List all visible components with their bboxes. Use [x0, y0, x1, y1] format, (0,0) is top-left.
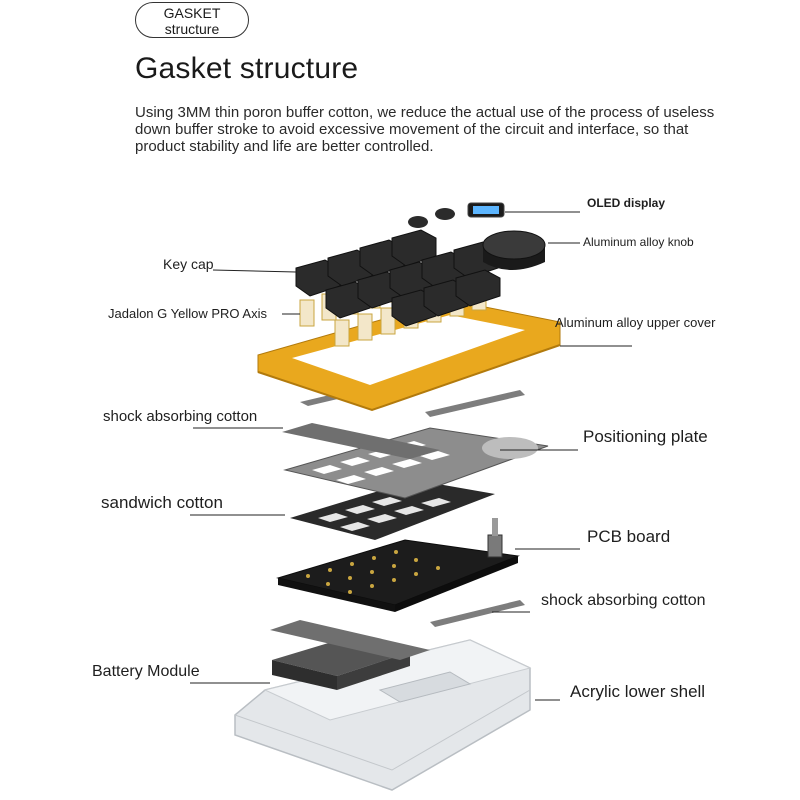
pcb-board-label: PCB board: [587, 527, 671, 546]
upper-cover-label: Aluminum alloy upper cover: [555, 315, 716, 330]
aluminum-knob-part: [482, 230, 546, 270]
acrylic-lower-shell-part: [234, 639, 532, 791]
shock-absorbing-cotton-bottom-part: [270, 600, 525, 660]
page-description: Using 3MM thin poron buffer cotton, we r…: [135, 104, 715, 155]
sandwich-cotton-part: [290, 480, 495, 540]
sandwich-cotton-label: sandwich cotton: [101, 493, 223, 512]
page-title: Gasket structure: [135, 52, 359, 85]
badge-line-1: GASKET: [163, 5, 221, 21]
oled-display-label: OLED display: [587, 196, 666, 210]
pcb-board-part: [276, 518, 520, 612]
battery-module-label: Battery Module: [92, 663, 200, 680]
aluminum-knob-label: Aluminum alloy knob: [583, 235, 694, 249]
leader-lines: [190, 211, 632, 701]
positioning-plate-label: Positioning plate: [583, 427, 708, 446]
small-knob-part: [408, 208, 455, 228]
lower-shell-label: Acrylic lower shell: [570, 682, 706, 701]
key-cap-part: [295, 229, 501, 327]
positioning-plate-part: [283, 427, 549, 499]
badge-line-2: structure: [164, 21, 220, 37]
switch-axis-label: Jadalon G Yellow PRO Axis: [108, 306, 267, 321]
shock-cotton-top-label: shock absorbing cotton: [103, 408, 258, 425]
aluminum-upper-cover-part: [257, 299, 561, 412]
key-cap-label: Key cap: [163, 256, 214, 272]
section-badge: GASKET structure: [135, 2, 249, 38]
shock-cotton-bottom-label: shock absorbing cotton: [541, 592, 706, 609]
oled-display-part: [467, 202, 505, 218]
